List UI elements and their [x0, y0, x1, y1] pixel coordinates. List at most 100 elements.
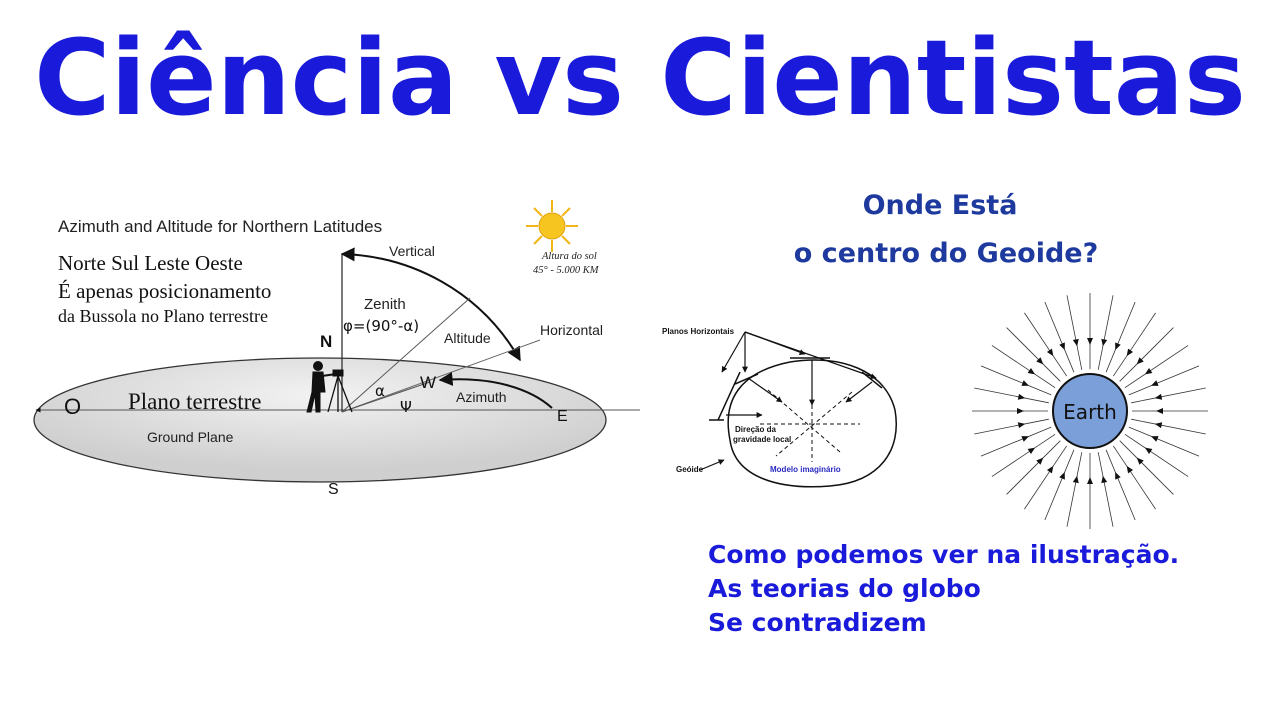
horizontal-label: Horizontal	[540, 322, 603, 338]
gravity-ray	[1105, 301, 1136, 373]
geoid-question-1: Onde Está	[863, 190, 1018, 221]
gravity-arrowhead	[1072, 338, 1079, 347]
sun-caption-2: 45° - 5.000 KM	[533, 265, 600, 276]
gravity-ray	[1066, 452, 1083, 527]
gravity-arrowhead	[1101, 475, 1108, 484]
sun-caption-1: Altura do sol	[541, 251, 597, 262]
gravity-arrowhead	[1136, 457, 1144, 465]
gravity-ray	[1131, 387, 1206, 404]
note-line-2: É apenas posicionamento	[58, 279, 271, 303]
east-label: E	[557, 408, 568, 425]
gravity-arrowhead	[1027, 447, 1036, 455]
gravity-arrowhead	[1154, 393, 1163, 400]
gravity-arrowhead	[1126, 348, 1134, 357]
azimuth-label: Azimuth	[456, 389, 507, 405]
gravity-ray	[1044, 301, 1075, 373]
gravity-arrowhead	[1087, 477, 1093, 484]
gravity-arrowhead	[1059, 471, 1065, 480]
ground-plane-label: Ground Plane	[147, 429, 234, 445]
gravity-arrowhead	[1021, 436, 1030, 442]
gravity-ray	[1024, 312, 1067, 377]
gravity-arrowhead	[1021, 380, 1030, 386]
gravity-arrowhead	[1136, 357, 1144, 365]
plano-terrestre-label: Plano terrestre	[128, 389, 261, 414]
gravity-ray	[1105, 449, 1136, 521]
gravity-arrowhead	[1156, 408, 1163, 414]
zenith-label: Zenith	[364, 296, 406, 313]
south-label: S	[328, 481, 339, 498]
gravity-ray	[980, 365, 1052, 396]
gravity-ray	[1006, 327, 1061, 382]
gravity-arrowhead	[1144, 367, 1153, 375]
geoid-question-2: o centro do Geoide?	[794, 238, 1099, 269]
west-o-label: O	[64, 394, 81, 419]
vertical-label: Vertical	[389, 243, 435, 259]
gravity-ray	[1124, 345, 1189, 388]
observer-icon	[306, 361, 353, 413]
north-label: N	[320, 332, 332, 351]
altitude-label: Altitude	[444, 330, 491, 346]
alpha-label: α	[375, 382, 385, 400]
gravity-ray	[974, 418, 1049, 435]
gravity-ray	[991, 434, 1056, 477]
gravity-arrowhead	[1072, 475, 1079, 484]
gravity-arrowhead	[1115, 471, 1121, 480]
gravity-ray	[1128, 426, 1200, 457]
note-line-1: Norte Sul Leste Oeste	[58, 251, 243, 275]
geoid-diagram: Planos Horizontais Direção da	[662, 327, 897, 488]
gravity-ray	[974, 387, 1049, 404]
gravity-ray	[1128, 365, 1200, 396]
caption-line-1: Como podemos ver na ilustração.	[708, 540, 1180, 569]
gravity-arrowhead	[1017, 422, 1026, 429]
gravity-ray	[1024, 445, 1067, 510]
note-line-3: da Bussola no Plano terrestre	[58, 306, 268, 326]
gravity-ray	[1066, 295, 1083, 370]
ground-plane-ellipse	[33, 357, 607, 483]
gravity-arrowhead	[1027, 367, 1036, 375]
gravity-arrowhead	[1150, 436, 1159, 442]
gravity-ray	[1124, 434, 1189, 477]
gravity-arrowhead	[1046, 348, 1054, 357]
gravity-arrowhead	[1154, 422, 1163, 429]
direcao-label-2: gravidade local	[733, 435, 791, 444]
geoide-label: Geóide	[676, 465, 704, 474]
gravity-ray	[1097, 295, 1114, 370]
caption-line-3: Se contradizem	[708, 608, 927, 637]
planos-label: Planos Horizontais	[662, 327, 735, 336]
gravity-ray	[1113, 445, 1156, 510]
page-title: Ciência vs Cientistas	[34, 17, 1246, 139]
gravity-ray	[991, 345, 1056, 388]
earth-label: Earth	[1063, 400, 1117, 424]
zenith-formula: φ=(90°-α)	[343, 317, 419, 335]
gravity-arrowhead	[1144, 447, 1153, 455]
gravity-ray	[1119, 440, 1174, 495]
sun-icon	[526, 200, 578, 252]
azimuth-altitude-diagram: Azimuth and Altitude for Northern Latitu…	[33, 200, 640, 498]
gravity-arrowhead	[1059, 342, 1065, 351]
west-label: W	[420, 373, 436, 392]
gravity-arrowhead	[1126, 465, 1134, 474]
gravity-arrowhead	[1017, 408, 1024, 414]
gravity-arrowhead	[1017, 393, 1026, 400]
conclusion-caption: Como podemos ver na ilustração. As teori…	[708, 538, 1179, 640]
azimuth-heading: Azimuth and Altitude for Northern Latitu…	[58, 217, 382, 236]
gravity-arrowhead	[1087, 338, 1093, 345]
gravity-ray	[1097, 452, 1114, 527]
gravity-ray	[1113, 312, 1156, 377]
psi-label: Ψ	[400, 398, 412, 416]
gravity-ray	[1006, 440, 1061, 495]
gravity-ray	[1044, 449, 1075, 521]
gravity-arrowhead	[1101, 338, 1108, 347]
gravity-arrowhead	[1036, 357, 1044, 365]
gravity-ray	[980, 426, 1052, 457]
caption-line-2: As teorias do globo	[708, 574, 981, 603]
earth-circle	[1052, 373, 1128, 449]
modelo-label: Modelo imaginário	[770, 465, 841, 474]
gravity-arrowhead	[1115, 342, 1121, 351]
direcao-label-1: Direção da	[735, 425, 776, 434]
gravity-ray	[1119, 327, 1174, 382]
earth-gravity-rays	[972, 293, 1208, 529]
gravity-ray	[1131, 418, 1206, 435]
gravity-arrowhead	[1150, 380, 1159, 386]
gravity-arrowhead	[1036, 457, 1044, 465]
